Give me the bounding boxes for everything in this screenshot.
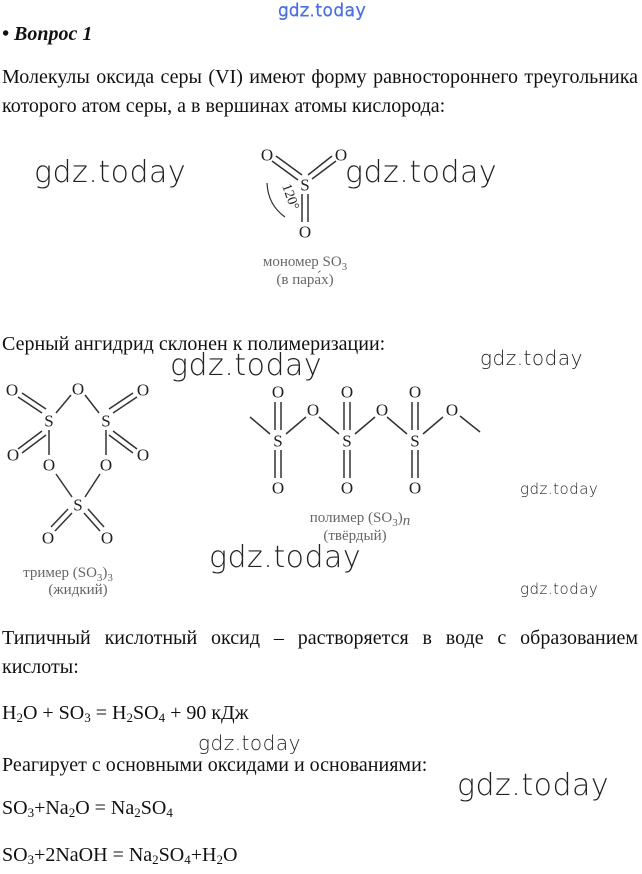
monomer-state: (в пара́х) — [276, 271, 333, 288]
watermark: gdz.today — [198, 731, 301, 755]
formula-text: O = Na — [75, 797, 135, 819]
svg-text:O: O — [137, 446, 149, 465]
atom-o: O — [376, 401, 388, 420]
bond — [422, 416, 444, 435]
polymer-state: (твёрдый) — [323, 528, 386, 544]
bond — [249, 416, 271, 435]
watermark: gdz.today — [520, 480, 599, 498]
paragraph-structure: Молекулы оксида серы (VI) имеют форму ра… — [2, 66, 638, 117]
svg-text:O: O — [72, 380, 84, 399]
bond — [354, 416, 376, 435]
formula-text: +H — [190, 844, 217, 866]
atom-o: O — [409, 383, 421, 402]
trimer-state: (жидкий) — [48, 582, 107, 598]
polymer-caption: полимер (SO3)n — [310, 510, 410, 529]
bond — [285, 416, 307, 435]
bond — [459, 415, 481, 433]
formula-text: SO — [140, 797, 167, 819]
atom-s: S — [300, 176, 309, 195]
svg-text:S: S — [73, 496, 82, 515]
subscript: 2 — [216, 852, 223, 867]
formula-text: SO — [2, 844, 28, 866]
formula-text: O — [222, 844, 238, 866]
subscript: 2 — [134, 805, 141, 820]
atom-s: S — [273, 432, 282, 451]
watermark: gdz.today — [345, 155, 498, 190]
watermark: gdz.today — [480, 346, 583, 370]
monomer-diagram: O O S O 120° мономер SO3 (в пара́х) — [261, 146, 348, 289]
svg-text:O: O — [137, 381, 149, 400]
equation-water: H2O + SO3 = H2SO4 + 90 кДж — [2, 699, 249, 732]
formula-text: +2NaOH = Na — [34, 844, 153, 866]
subscript: 3 — [27, 805, 35, 820]
atom-s: S — [410, 432, 419, 451]
subscript: 2 — [152, 852, 159, 867]
atom-o: O — [341, 479, 353, 498]
atom-o: O — [261, 146, 273, 165]
monomer-caption: мономер SO3 — [263, 254, 348, 273]
atom-o: O — [272, 383, 284, 402]
paragraph-reactions: Реагирует с основными оксидами и основан… — [2, 754, 428, 776]
subscript: 3 — [27, 852, 35, 867]
bond — [386, 416, 408, 435]
trimer-caption: тример (SO3)3 — [23, 565, 113, 584]
subscript: 2 — [126, 710, 133, 725]
watermark: gdz.today — [520, 580, 599, 598]
watermark: gdz.today — [209, 540, 362, 575]
watermark: gdz.today — [34, 155, 187, 190]
formula-text: +Na — [34, 797, 69, 819]
watermark-top: gdz.today — [277, 1, 367, 22]
atom-o: O — [335, 146, 347, 165]
paragraph-acid-oxide: Типичный кислотный оксид – растворяется … — [2, 627, 638, 678]
atom-o: O — [341, 383, 353, 402]
svg-text:O: O — [42, 529, 54, 548]
equation-naoh: SO3+2NaOH = Na2SO4+H2O — [2, 841, 237, 874]
atom-o: O — [409, 479, 421, 498]
svg-text:S: S — [44, 412, 53, 431]
watermark: gdz.today — [170, 348, 323, 383]
formula-text: O + SO — [22, 702, 85, 724]
atom-o: O — [272, 479, 284, 498]
formula-text: H — [2, 702, 17, 724]
atom-o: O — [307, 401, 319, 420]
subscript: 2 — [16, 710, 23, 725]
atom-o: O — [446, 401, 458, 420]
equation-na2o: SO3+Na2O = Na2SO4 — [2, 794, 173, 827]
subscript: 3 — [84, 710, 91, 725]
svg-text:O: O — [100, 456, 112, 475]
svg-text:O: O — [101, 529, 113, 548]
watermark: gdz.today — [457, 768, 610, 803]
formula-text: SO — [2, 797, 28, 819]
atom-o: O — [299, 223, 311, 242]
paragraph-polymerization: Серный ангидрид склонен к полимеризации: — [2, 333, 386, 355]
atom-s: S — [342, 432, 351, 451]
formula-text: SO — [132, 702, 159, 724]
subscript: 2 — [68, 805, 76, 820]
formula-text: = H — [90, 702, 127, 724]
formula-text: SO — [158, 844, 185, 866]
subscript: 4 — [158, 710, 166, 725]
svg-text:O: O — [43, 456, 55, 475]
subscript: 4 — [184, 852, 191, 867]
svg-text:O: O — [7, 446, 19, 465]
bond-angle: 120° — [278, 182, 301, 212]
formula-text: + 90 кДж — [165, 702, 249, 724]
question-title: • Вопрос 1 — [2, 23, 93, 45]
bond — [318, 416, 340, 435]
svg-text:S: S — [101, 412, 110, 431]
svg-text:O: O — [6, 381, 18, 400]
subscript: 4 — [166, 805, 173, 820]
trimer-diagram: O O O S S O O O O S O O тример (SO3)3 (ж… — [6, 380, 149, 599]
